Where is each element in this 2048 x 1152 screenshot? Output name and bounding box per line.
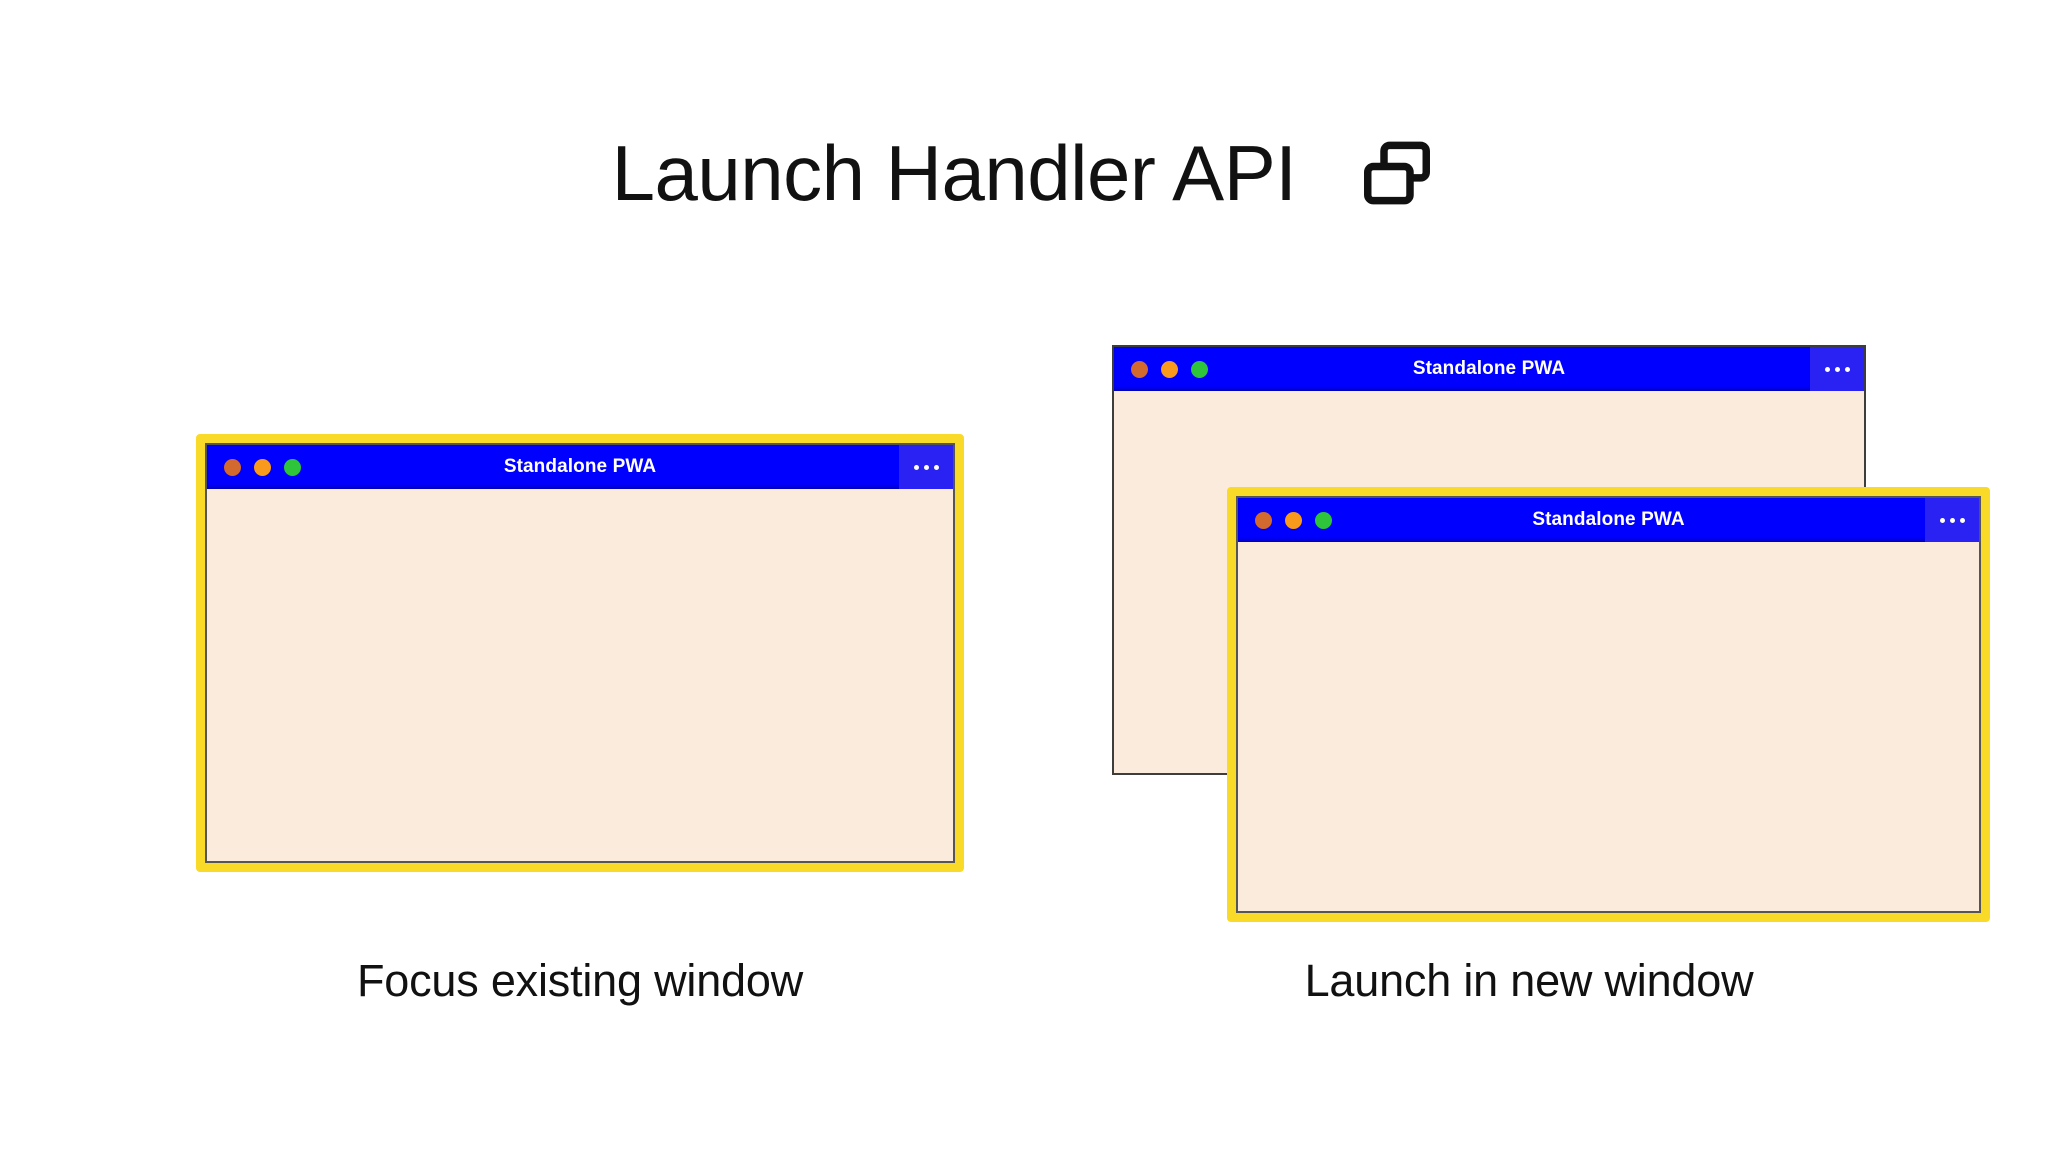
overflow-menu-button[interactable]: [899, 445, 953, 489]
minimize-button-icon[interactable]: [254, 458, 271, 476]
maximize-button-icon[interactable]: [1315, 511, 1332, 529]
overflow-menu-button[interactable]: [1810, 347, 1864, 391]
menu-dot-icon: [1834, 366, 1840, 372]
minimize-button-icon[interactable]: [1285, 511, 1302, 529]
caption-launch-in-new-window: Launch in new window: [1304, 955, 1754, 1006]
window-titlebar[interactable]: Standalone PWA: [1114, 347, 1864, 391]
window-titlebar[interactable]: Standalone PWA: [207, 445, 953, 489]
page-title: Launch Handler API: [611, 129, 1297, 217]
window-inner: Standalone PWA: [1236, 496, 1981, 913]
menu-dot-icon: [1939, 517, 1945, 523]
window-focus-existing[interactable]: Standalone PWA: [196, 434, 964, 872]
window-content-area: [207, 489, 953, 861]
traffic-lights: [1255, 511, 1332, 529]
menu-dot-icon: [933, 464, 939, 470]
maximize-button-icon[interactable]: [284, 458, 301, 476]
menu-dot-icon: [923, 464, 929, 470]
menu-dot-icon: [1824, 366, 1830, 372]
traffic-lights: [224, 458, 301, 476]
window-inner: Standalone PWA: [205, 443, 955, 863]
multi-window-icon: [1364, 141, 1431, 205]
close-button-icon[interactable]: [1131, 360, 1148, 378]
close-button-icon[interactable]: [1255, 511, 1272, 529]
menu-dot-icon: [913, 464, 919, 470]
minimize-button-icon[interactable]: [1161, 360, 1178, 378]
menu-dot-icon: [1959, 517, 1965, 523]
window-titlebar[interactable]: Standalone PWA: [1238, 498, 1979, 542]
menu-dot-icon: [1844, 366, 1850, 372]
window-new-front[interactable]: Standalone PWA: [1227, 487, 1990, 922]
window-title: Standalone PWA: [503, 456, 657, 477]
title-row: Launch Handler API: [0, 118, 2048, 228]
caption-focus-existing-window: Focus existing window: [357, 955, 803, 1006]
traffic-lights: [1131, 360, 1208, 378]
window-content-area: [1238, 542, 1979, 911]
close-button-icon[interactable]: [224, 458, 241, 476]
window-title: Standalone PWA: [1412, 358, 1566, 379]
menu-dot-icon: [1949, 517, 1955, 523]
maximize-button-icon[interactable]: [1191, 360, 1208, 378]
overflow-menu-button[interactable]: [1925, 498, 1979, 542]
window-title: Standalone PWA: [1532, 509, 1685, 530]
